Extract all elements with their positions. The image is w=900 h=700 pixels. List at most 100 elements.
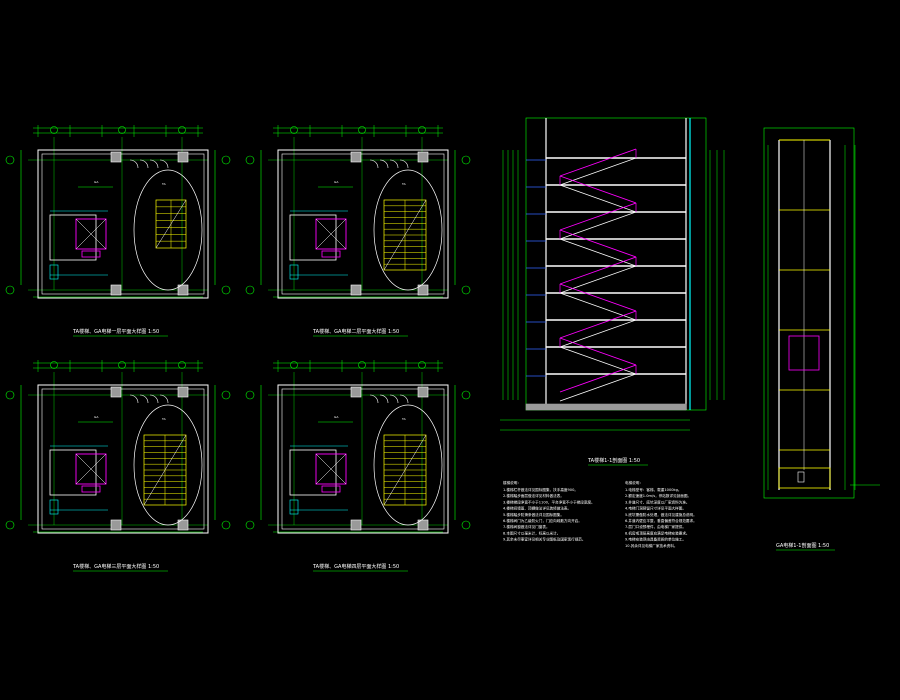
note-line: 1.电梯型号：客梯，载重1000kg。 xyxy=(625,487,681,492)
structural-column xyxy=(417,284,429,296)
stair-railing xyxy=(559,229,637,258)
outer-wall xyxy=(37,149,209,299)
grid-axis-bubble xyxy=(461,285,471,295)
door-swing xyxy=(159,394,169,404)
grid-axis-bubble xyxy=(221,520,231,530)
stair-flight-section xyxy=(559,373,637,402)
lift-notes-heading: 电梯说明： xyxy=(625,480,643,485)
outer-wall xyxy=(37,384,209,534)
grid-axis-bubble xyxy=(290,361,298,369)
grid-axis-bubble xyxy=(461,390,471,400)
opening-outline xyxy=(373,404,443,526)
note-line: 6.楼梯间门为乙级防火门，门应向疏散方向开启。 xyxy=(503,518,582,523)
lift-section-title: GA电梯1-1剖面图 1:50 xyxy=(776,542,829,549)
stair-notes-heading: 楼梯说明： xyxy=(503,480,521,485)
structural-column xyxy=(350,151,362,163)
grid-axis-bubble xyxy=(290,126,298,134)
door-swing xyxy=(149,394,159,404)
door-swing xyxy=(389,159,399,169)
note-line: 10.其余详见电梯厂家技术资料。 xyxy=(625,543,677,548)
structural-column xyxy=(177,151,189,163)
plan-title: TA楼梯、GA电梯一层平面大样图 1:50 xyxy=(72,328,159,335)
lift-car-diagonal xyxy=(75,218,107,250)
stair-railing xyxy=(559,175,637,204)
note-line: 4.电梯门洞预留尺寸详见平面大样图。 xyxy=(625,506,686,511)
lift-label: GA xyxy=(94,415,99,419)
structural-column xyxy=(110,386,122,398)
lift-shaft-wall xyxy=(49,214,97,261)
grid-axis-bubble xyxy=(245,155,255,165)
lift-car-diagonal xyxy=(315,453,347,485)
lift-door xyxy=(81,485,101,493)
door-swing xyxy=(159,159,169,169)
stair-break-line xyxy=(155,199,187,249)
stair-section-title: TA楼梯1-1剖面图 1:50 xyxy=(587,457,640,464)
structural-column xyxy=(177,386,189,398)
note-line: 7.楼梯间窗做法详见门窗表。 xyxy=(503,524,550,529)
grid-axis-bubble xyxy=(221,155,231,165)
stair-railing xyxy=(559,337,637,366)
structural-column xyxy=(417,386,429,398)
door-swing xyxy=(129,394,139,404)
plan-title: TA楼梯、GA电梯三层平面大样图 1:50 xyxy=(72,563,159,570)
stair-label: TA xyxy=(161,417,167,421)
lift-door xyxy=(321,485,341,493)
stair-label: TA xyxy=(401,417,407,421)
lift-car-diagonal xyxy=(75,453,107,485)
door-swing xyxy=(139,159,149,169)
stair-railing xyxy=(559,202,637,231)
note-line: 5.底坑需做防水处理，做法详见建施总说明。 xyxy=(625,512,697,517)
grid-axis-bubble xyxy=(50,361,58,369)
grid-axis-bubble xyxy=(418,126,426,134)
structural-column xyxy=(177,519,189,531)
opening-outline xyxy=(373,169,443,291)
grid-axis-bubble xyxy=(118,361,126,369)
lift-car-section xyxy=(788,335,820,371)
structural-column xyxy=(417,519,429,531)
note-line: 9.其余未尽事宜详见相关专业图纸及国家现行规范。 xyxy=(503,537,586,542)
stair-railing xyxy=(559,148,637,177)
plan-title: TA楼梯、GA电梯四层平面大样图 1:50 xyxy=(312,563,399,570)
grid-axis-bubble xyxy=(5,155,15,165)
grid-axis-bubble xyxy=(245,390,255,400)
door-swing xyxy=(369,394,379,404)
door-swing xyxy=(139,394,149,404)
grid-axis-bubble xyxy=(358,126,366,134)
grid-axis-bubble xyxy=(118,126,126,134)
outer-wall-inner xyxy=(41,388,205,530)
note-line: 3.井道尺寸、底坑深度以厂家资料为准。 xyxy=(625,499,690,504)
riser-box xyxy=(289,499,299,515)
stair-railing xyxy=(559,256,637,285)
structural-column xyxy=(110,519,122,531)
outer-wall-inner xyxy=(281,388,445,530)
lift-label: GA xyxy=(94,180,99,184)
stair-railing xyxy=(559,364,637,393)
pit-buffer xyxy=(797,471,805,483)
grid-axis-bubble xyxy=(358,361,366,369)
door-swing xyxy=(399,159,409,169)
grid-axis-bubble xyxy=(221,390,231,400)
outer-wall xyxy=(277,149,449,299)
grid-axis-bubble xyxy=(418,361,426,369)
door-swing xyxy=(399,394,409,404)
door-swing xyxy=(379,159,389,169)
grid-axis-bubble xyxy=(461,155,471,165)
note-line: 6.井道内壁应平整，垂直偏差符合规范要求。 xyxy=(625,518,697,523)
opening-outline xyxy=(133,169,203,291)
floor-plan-3: TA GA TA楼梯、GA电梯三层平面大样图 1:50 xyxy=(5,360,231,572)
structural-column xyxy=(110,151,122,163)
lift-pit xyxy=(778,467,831,489)
grid-axis-bubble xyxy=(245,520,255,530)
lift-car xyxy=(75,453,107,485)
foundation xyxy=(525,403,687,411)
door-swing xyxy=(379,394,389,404)
lift-car-diagonal xyxy=(315,218,347,250)
lift-car xyxy=(315,218,347,250)
grid-axis-bubble xyxy=(50,126,58,134)
note-line: 7.层门口设预埋件，由电梯厂家提供。 xyxy=(625,524,686,529)
grid-axis-bubble xyxy=(178,126,186,134)
riser-box xyxy=(289,264,299,280)
note-line: 9.电梯安装须由具备资质的单位施工。 xyxy=(625,537,686,542)
